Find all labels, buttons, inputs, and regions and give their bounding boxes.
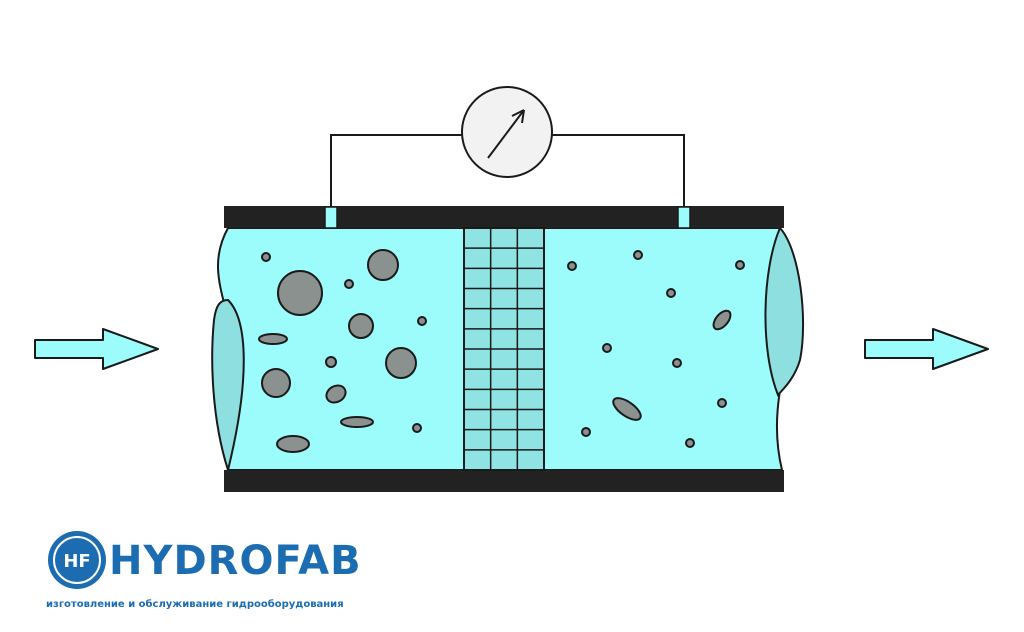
pipe-end-right [764, 226, 805, 397]
particles-upstream [258, 249, 427, 453]
particle [325, 356, 337, 368]
particle [385, 347, 417, 379]
gauge-wire-left [330, 134, 462, 207]
particle [367, 249, 399, 281]
inlet-arrow [34, 328, 159, 370]
particle [276, 435, 310, 453]
logo-badge-text: HF [63, 551, 90, 572]
particle [261, 252, 271, 262]
particles-downstream [567, 250, 745, 448]
pressure-tap-left [324, 206, 338, 229]
pipe-end-left [211, 298, 245, 474]
particle [581, 427, 591, 437]
particle [672, 358, 682, 368]
particle [717, 398, 727, 408]
particle [612, 397, 642, 421]
particle [567, 261, 577, 271]
particle [277, 270, 323, 316]
particle [340, 416, 374, 428]
logo-wordmark: HYDROFAB [109, 538, 362, 584]
filter-element [463, 227, 545, 471]
particle [258, 333, 288, 345]
pressure-tap-right [677, 206, 691, 229]
gauge-icon [461, 86, 553, 178]
particle [735, 260, 745, 270]
particle [412, 423, 422, 433]
gauge-wire-right [552, 134, 685, 207]
logo-tagline: изготовление и обслуживание гидрооборудо… [46, 598, 344, 610]
particle [712, 309, 732, 331]
particle [666, 288, 676, 298]
pipe-wall-bottom [224, 470, 784, 492]
hydrofab-logo: HF HYDROFAB изготовление и обслуживание … [46, 531, 362, 610]
logo-badge [48, 531, 106, 589]
particle [417, 316, 427, 326]
particle [261, 368, 291, 398]
particle [602, 343, 612, 353]
particle [325, 384, 347, 404]
outlet-arrow [864, 328, 989, 370]
particle [348, 313, 374, 339]
pipe-wall-top [224, 206, 784, 228]
particle [344, 279, 354, 289]
particle [633, 250, 643, 260]
particle [685, 438, 695, 448]
